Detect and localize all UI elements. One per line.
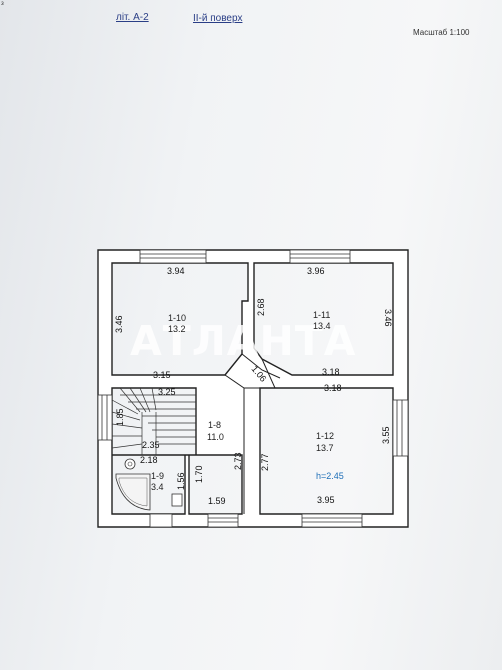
room-area-1-11: 13.4	[313, 321, 331, 331]
dim-r12-bottom: 3.95	[317, 495, 335, 505]
window-bath-bottom	[149, 513, 173, 528]
corner-mark: з	[1, 1, 4, 7]
dimension-labels: 3.94 3.96 3.46 2.68 3.46 3.15 3.18 3.18 …	[114, 266, 393, 506]
dim-hall-right: 2.73	[233, 452, 243, 470]
room-area-1-8: 11.0	[207, 432, 224, 442]
dim-bath-right: 1.56	[176, 472, 186, 490]
room-labels: 1-10 13.2 1-11 13.4 1-8 11.0 1-12 13.7 h…	[151, 310, 344, 492]
window-r11-top	[289, 249, 351, 264]
floor-label: ІІ-й поверх	[193, 13, 243, 24]
scale-label: Масштаб 1:100	[413, 28, 470, 37]
room-id-1-10: 1-10	[168, 313, 186, 323]
dim-r11-bottom: 3.18	[322, 367, 340, 377]
window-hall-bottom	[207, 513, 239, 528]
dim-r12-top: 3.18	[324, 383, 342, 393]
dim-r11-top: 3.96	[307, 266, 325, 276]
dim-r11-right: 3.46	[383, 309, 393, 327]
dim-hall-bottom: 1.59	[208, 496, 226, 506]
partitions	[224, 353, 281, 514]
room-id-1-8: 1-8	[208, 420, 221, 430]
dim-r10-left: 3.46	[114, 315, 124, 333]
dim-hall-inner: 1.70	[194, 465, 204, 483]
room-area-1-10: 13.2	[168, 324, 186, 334]
room-id-1-11: 1-11	[313, 310, 330, 320]
dim-r10-right: 2.68	[256, 298, 266, 316]
room-area-1-9: 3.4	[151, 482, 164, 492]
watermark: АТЛАНТА	[130, 317, 357, 365]
shower-tray-icon	[115, 473, 151, 511]
building-label: літ. А-2	[116, 12, 149, 23]
window-r12-right	[392, 399, 409, 457]
washbasin-icon	[124, 458, 136, 470]
bath-fixtures	[115, 458, 183, 511]
dim-r10-top: 3.94	[167, 266, 185, 276]
dim-stair-left: 1.85	[115, 408, 125, 426]
window-r10-top	[139, 249, 207, 264]
dim-stair-bottom: 2.35	[142, 440, 160, 450]
window-stair-left	[97, 394, 113, 441]
windows	[97, 249, 409, 528]
room-id-1-12: 1-12	[316, 431, 334, 441]
dim-bath-top: 2.18	[140, 455, 158, 465]
room-id-1-9: 1-9	[151, 471, 164, 481]
dim-r12-left: 2.77	[260, 453, 270, 471]
dim-r10-bottom: 3.15	[153, 370, 171, 380]
dim-stair-top: 3.25	[158, 387, 176, 397]
room-area-1-12: 13.7	[316, 443, 334, 453]
room-height-1-12: h=2.45	[316, 471, 344, 481]
staircase	[111, 387, 196, 455]
window-r12-bottom	[301, 513, 363, 528]
toilet-icon	[171, 493, 183, 507]
dim-r12-right: 3.55	[381, 426, 391, 444]
